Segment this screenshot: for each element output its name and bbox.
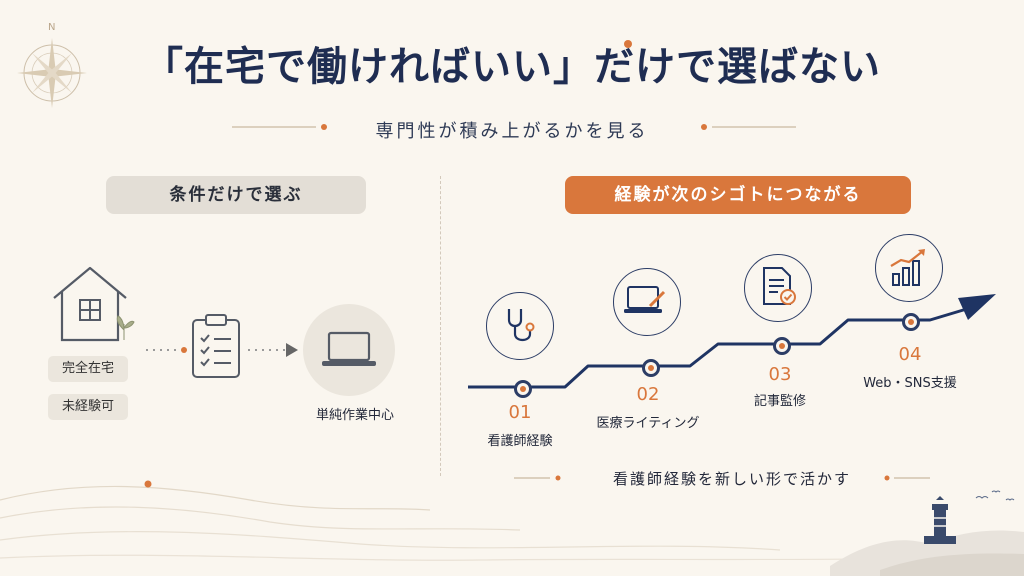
step-2-label: 医療ライティング bbox=[596, 416, 700, 431]
dotted-arrow-1 bbox=[146, 347, 187, 353]
step-dot-2 bbox=[642, 359, 660, 377]
simple-work-label: 単純作業中心 bbox=[315, 408, 394, 423]
sea-waves-decoration bbox=[0, 480, 1024, 576]
house-icon bbox=[53, 266, 135, 342]
compass-icon: N bbox=[17, 22, 87, 108]
step-2-circle bbox=[613, 268, 681, 336]
conditions-only-pill: 条件だけで選ぶ bbox=[106, 176, 366, 214]
step-1-circle bbox=[486, 292, 554, 360]
subtitle-rule-right bbox=[701, 124, 796, 130]
checklist-icon bbox=[192, 314, 240, 378]
step-dot-1 bbox=[514, 380, 532, 398]
subtitle-rule-left bbox=[232, 124, 327, 130]
document-check-icon bbox=[763, 267, 796, 305]
laptop-icon bbox=[322, 331, 376, 366]
step-3-circle bbox=[744, 254, 812, 322]
page-subtitle: 専門性が積み上がるかを見る bbox=[375, 121, 649, 142]
step-4-label: Web・SNS支援 bbox=[863, 376, 957, 391]
growth-chart-icon bbox=[890, 249, 925, 286]
step-2-number: 02 bbox=[636, 384, 660, 405]
step-4-number: 04 bbox=[898, 344, 922, 365]
page-title: 「在宅で働ければいい」だけで選ばない bbox=[143, 43, 881, 90]
caption-rule-left bbox=[514, 475, 561, 481]
tag-no-experience: 未経験可 bbox=[48, 394, 129, 420]
caption-rule-right bbox=[884, 475, 930, 481]
tag-full-remote: 完全在宅 bbox=[48, 356, 129, 382]
step-3-label: 記事監修 bbox=[753, 394, 806, 409]
experience-career-pill: 経験が次のシゴトにつながる bbox=[565, 176, 911, 214]
stethoscope-icon bbox=[507, 309, 535, 342]
step-1-number: 01 bbox=[508, 402, 532, 423]
step-dot-4 bbox=[902, 313, 920, 331]
title-accent-dot bbox=[624, 40, 632, 48]
laptop-circle bbox=[303, 304, 395, 396]
step-dot-3 bbox=[773, 337, 791, 355]
bottom-caption: 看護師経験を新しい形で活かす bbox=[612, 470, 851, 488]
step-1-label: 看護師経験 bbox=[487, 434, 553, 449]
step-3-number: 03 bbox=[768, 364, 792, 385]
dotted-arrow-2 bbox=[248, 343, 298, 357]
laptop-pen-icon bbox=[624, 286, 666, 313]
compass-north-letter: N bbox=[48, 22, 55, 33]
center-divider bbox=[440, 176, 441, 476]
